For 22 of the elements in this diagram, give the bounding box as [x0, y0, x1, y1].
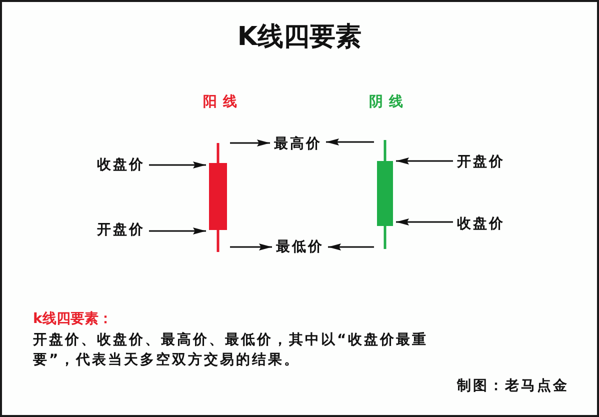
candlestick — [209, 143, 227, 252]
price-label: 收盘价 — [457, 217, 505, 231]
arrow — [230, 140, 270, 146]
price-label: 开盘价 — [97, 223, 145, 237]
price-label: 开盘价 — [457, 155, 505, 169]
arrow — [326, 138, 374, 146]
arrow — [149, 228, 206, 234]
arrow — [149, 162, 206, 168]
arrow — [230, 244, 272, 250]
arrow — [328, 244, 374, 250]
candle-label: 阴线 — [369, 95, 409, 109]
price-label: 最高价 — [274, 137, 322, 151]
arrow — [396, 158, 453, 164]
title: K线四要素 — [237, 24, 362, 50]
arrow — [396, 218, 453, 226]
credit-text: 制图：老马点金 — [457, 379, 569, 393]
heading: k线四要素： — [33, 312, 112, 326]
candlestick — [377, 140, 393, 249]
candle-label: 阳线 — [203, 95, 243, 109]
price-label: 最低价 — [276, 240, 324, 254]
price-label: 收盘价 — [97, 158, 145, 172]
paragraph: 开盘价、收盘价、最高价、最低价，其中以“收盘价最重要”，代表当天多空双方交易的结果。 — [33, 330, 430, 370]
